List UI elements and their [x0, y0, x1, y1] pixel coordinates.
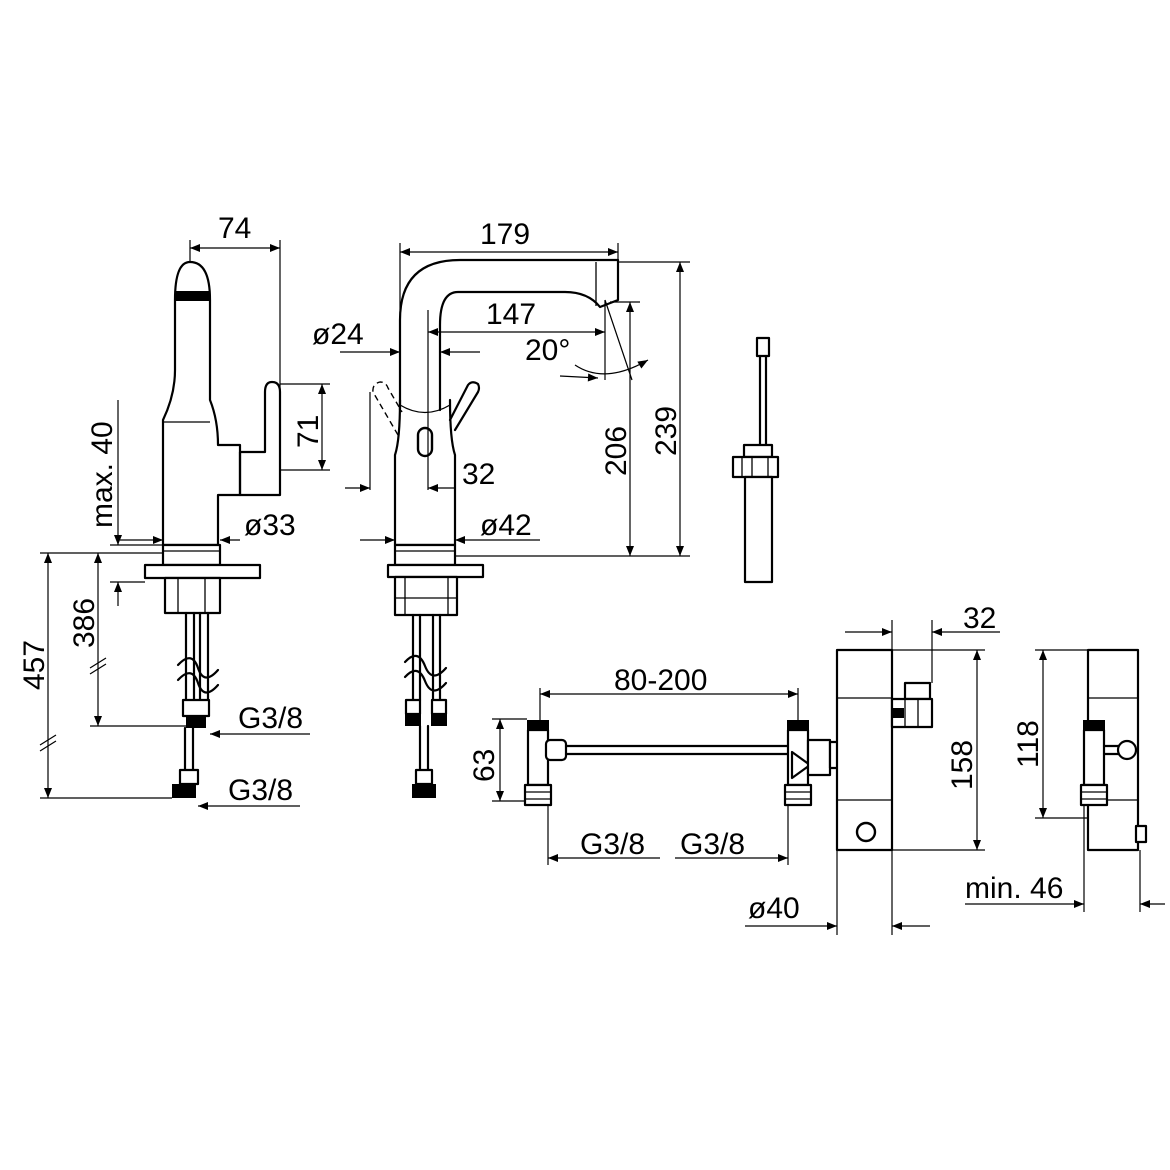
sensor-cartridge: [731, 336, 780, 584]
control-box-side: [1079, 648, 1148, 852]
control-box-dimensions: 32 158 ø40: [745, 602, 1000, 935]
valve-assembly-front: [523, 720, 862, 807]
dim-height-63: 63: [468, 749, 501, 782]
dim-width-32-front: 32: [462, 458, 495, 491]
dim-height-158: 158: [946, 740, 979, 790]
dim-width-179: 179: [480, 218, 530, 251]
dim-dia-24: ø24: [312, 318, 364, 351]
dim-dia-33: ø33: [244, 509, 296, 542]
dim-height-239: 239: [650, 406, 683, 456]
faucet-front-view: [372, 258, 620, 798]
dim-angle-20: 20°: [525, 334, 570, 367]
side-view-dimensions: 74 max. 40 71 ø33 386 457 G3/8 G3/8: [18, 212, 330, 810]
dim-width-147: 147: [486, 298, 536, 331]
dim-height-386: 386: [68, 598, 101, 648]
dim-thread-g38-right: G3/8: [680, 828, 745, 861]
dim-min-46: min. 46: [965, 872, 1063, 905]
dim-spacing-80-200: 80-200: [614, 664, 707, 697]
dim-height-118: 118: [1012, 720, 1045, 768]
dim-max-40: max. 40: [86, 421, 119, 528]
dim-thread-g38-lower: G3/8: [228, 774, 293, 807]
front-view-dimensions: 179 147 ø24 20° 32 ø42 206 239: [312, 218, 690, 557]
dim-width-74: 74: [218, 212, 251, 245]
dim-thread-g38-upper: G3/8: [238, 702, 303, 735]
dim-width-32-box: 32: [963, 602, 996, 635]
control-box-front: [835, 648, 934, 852]
valve-assembly-dimensions: 80-200 63 G3/8 G3/8: [468, 664, 799, 865]
dim-dia-40: ø40: [748, 892, 800, 925]
faucet-side-view: [143, 260, 282, 798]
dim-height-457: 457: [18, 640, 51, 690]
dim-height-206: 206: [600, 426, 633, 476]
dim-thread-g38-left: G3/8: [580, 828, 645, 861]
control-box-side-dimensions: 118 min. 46: [965, 649, 1165, 912]
dim-dia-42: ø42: [480, 509, 532, 542]
dim-height-71: 71: [292, 415, 325, 448]
